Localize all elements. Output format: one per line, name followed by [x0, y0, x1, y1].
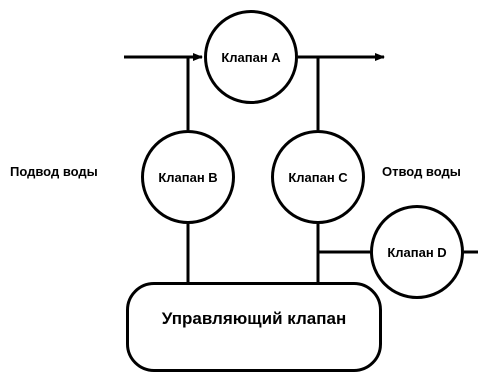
valve-b-label: Клапан B [158, 169, 218, 185]
valve-c-label: Клапан C [288, 169, 348, 185]
valve-a: Клапан A [204, 10, 298, 104]
valve-d-label: Клапан D [387, 244, 447, 260]
control-valve: Управляющий клапан [126, 282, 382, 372]
control-valve-label: Управляющий клапан [161, 309, 347, 328]
valve-d: Клапан D [370, 205, 464, 299]
pipe-lines [124, 53, 478, 282]
outlet-label: Отвод воды [382, 164, 461, 179]
valve-b: Клапан B [141, 130, 235, 224]
valve-a-label: Клапан A [221, 49, 281, 65]
flow-diagram: Клапан A Клапан B Клапан C Клапан D Упра… [10, 10, 478, 372]
valve-c: Клапан C [271, 130, 365, 224]
inlet-label: Подвод воды [10, 164, 98, 179]
